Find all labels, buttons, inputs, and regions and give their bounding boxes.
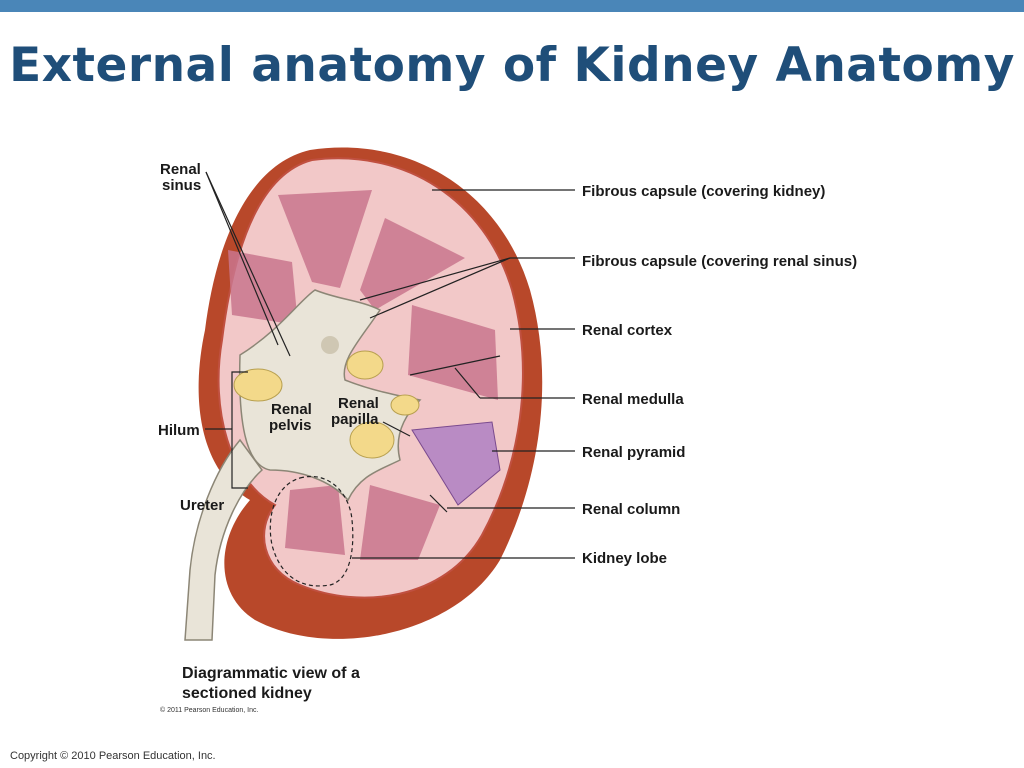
sinus-opening	[321, 336, 339, 354]
slide-footer: Copyright © 2010 Pearson Education, Inc.	[10, 750, 216, 762]
ureter	[184, 438, 264, 641]
leader-lines-right	[352, 189, 575, 559]
pyramid-3	[228, 250, 298, 325]
pyramid-1	[278, 190, 372, 288]
label-renal-medulla: Renal medulla	[582, 391, 684, 408]
figure-credit: © 2011 Pearson Education, Inc.	[160, 706, 258, 714]
label-fibrous-capsule-sinus: Fibrous capsule (covering renal sinus)	[582, 253, 857, 270]
label-renal-cortex: Renal cortex	[582, 322, 673, 339]
label-renal-pelvis-line1: Renal	[271, 401, 312, 418]
label-kidney-lobe: Kidney lobe	[582, 550, 667, 567]
sinus-fat-3	[346, 350, 384, 380]
label-renal-pelvis-line2: pelvis	[269, 417, 312, 434]
label-renal-papilla-line1: Renal	[338, 395, 379, 412]
caption-line2: sectioned kidney	[182, 685, 312, 702]
label-renal-column: Renal column	[582, 501, 680, 518]
label-hilum: Hilum	[158, 422, 200, 439]
pyramid-6	[285, 485, 345, 555]
label-renal-sinus-line2: sinus	[162, 177, 201, 194]
kidney-lobe-outline	[269, 475, 354, 587]
label-renal-papilla-line2: papilla	[331, 411, 379, 428]
top-accent-bar	[0, 0, 1024, 12]
slide-title: External anatomy of Kidney Anatomy	[9, 38, 1015, 93]
label-ureter: Ureter	[180, 497, 224, 514]
highlighted-renal-pyramid	[411, 421, 501, 506]
pyramid-4	[408, 305, 498, 400]
label-renal-sinus-line1: Renal	[160, 161, 201, 178]
pyramid-5	[360, 485, 440, 560]
label-renal-pyramid: Renal pyramid	[582, 444, 685, 461]
caption-line1: Diagrammatic view of a	[182, 665, 360, 682]
sinus-fat-1	[233, 368, 283, 402]
leader-lines-left	[205, 171, 411, 489]
pyramid-2	[360, 218, 465, 310]
sinus-fat-4	[390, 394, 420, 416]
sinus-fat-2	[349, 421, 395, 459]
label-fibrous-capsule-kidney: Fibrous capsule (covering kidney)	[582, 183, 825, 200]
